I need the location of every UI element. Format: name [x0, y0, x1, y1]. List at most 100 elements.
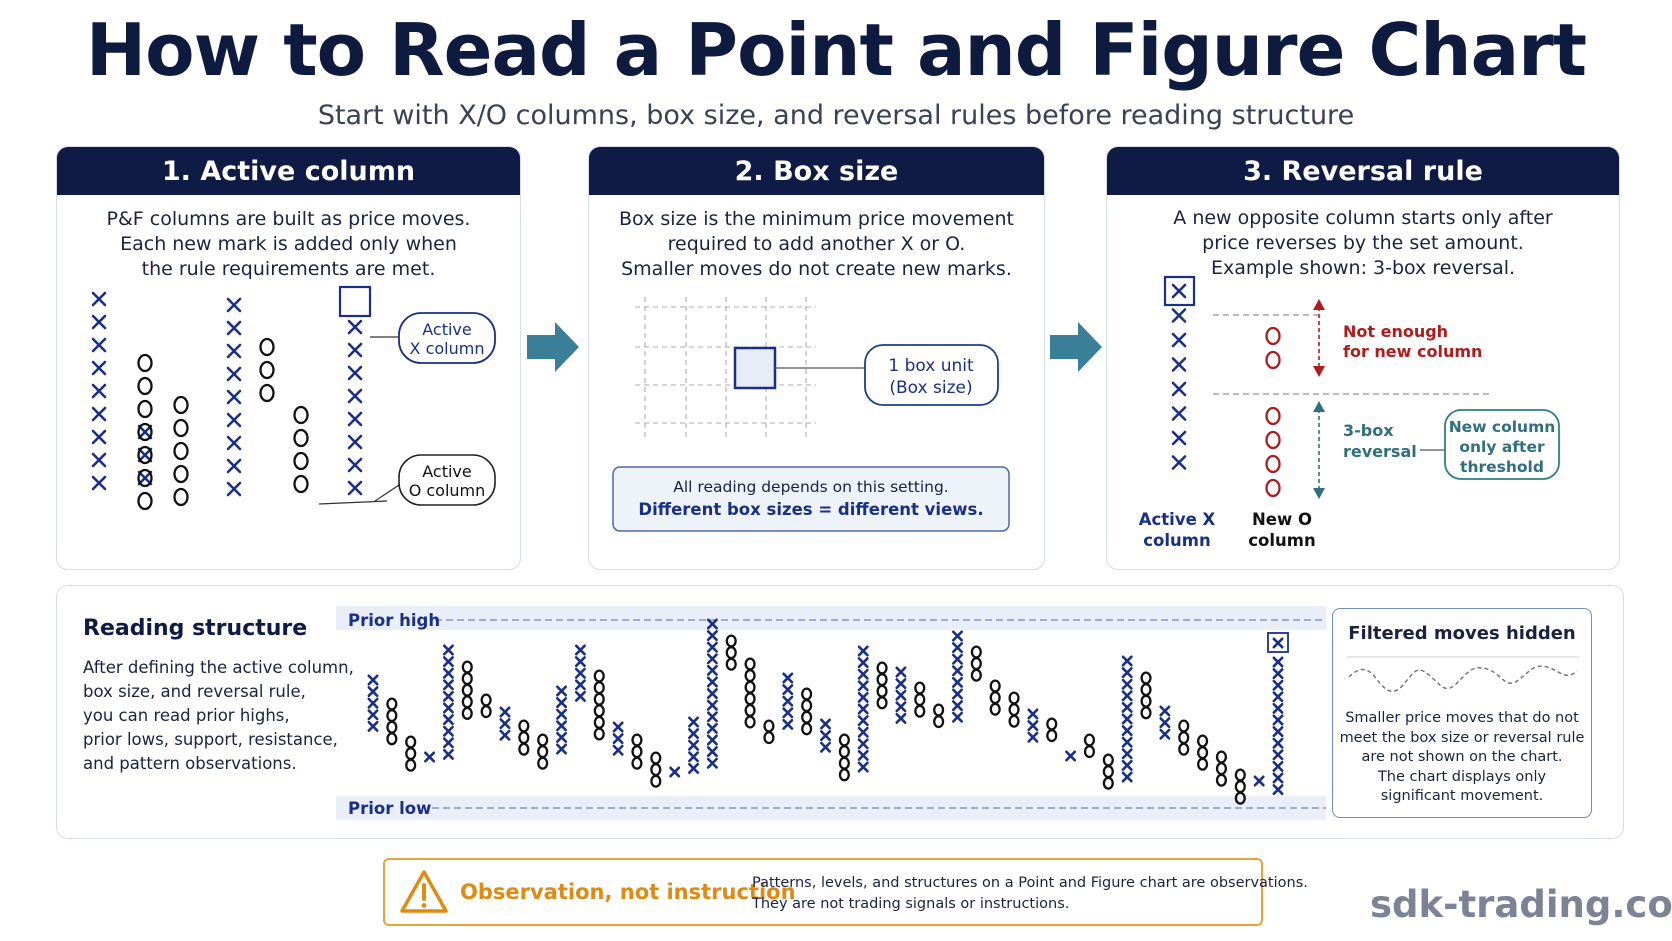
filtered-moves-text: Smaller price moves that do not meet the…	[1339, 710, 1585, 804]
o-mark	[137, 399, 153, 419]
o-mark	[259, 337, 275, 357]
new-o-line1: New O	[1252, 510, 1312, 529]
x-stroke	[347, 480, 363, 496]
x-stroke	[226, 458, 242, 474]
panel-description: A new opposite column starts only after …	[1173, 207, 1553, 279]
panel-heading: 2. Box size	[589, 147, 1044, 195]
threshold-line1: New column	[1449, 418, 1556, 436]
page-subtitle: Start with X/O columns, box size, and re…	[317, 100, 1355, 131]
wavy-line-icon	[1347, 656, 1579, 692]
x-mark	[226, 320, 242, 336]
x-mark	[91, 314, 107, 330]
o-mark	[137, 376, 153, 396]
o-mark	[137, 353, 153, 373]
o-mark	[137, 468, 153, 488]
x-mark	[91, 337, 107, 353]
x-mark	[347, 388, 363, 404]
callout-leader	[318, 500, 388, 505]
x-mark	[347, 319, 363, 335]
x-mark	[347, 457, 363, 473]
x-mark	[91, 291, 107, 307]
callout-x-line2: X column	[410, 339, 485, 358]
threshold-callout	[1444, 409, 1560, 480]
callout-x-column	[398, 312, 496, 364]
x-stroke	[137, 447, 153, 463]
x-mark	[1171, 283, 1187, 299]
x-stroke	[91, 360, 107, 376]
x-stroke	[91, 337, 107, 353]
x-stroke	[91, 314, 107, 330]
box-unit-callout	[864, 344, 999, 406]
o-mark	[173, 487, 189, 507]
box-size-note	[612, 466, 1010, 532]
warning-icon	[400, 870, 448, 913]
not-enough-line1: Not enough	[1343, 322, 1448, 341]
x-stroke	[91, 429, 107, 445]
x-mark	[347, 411, 363, 427]
note-line1: All reading depends on this setting.	[673, 478, 948, 496]
x-stroke	[226, 366, 242, 382]
x-mark	[1171, 455, 1187, 470]
x-mark	[226, 297, 242, 313]
x-stroke	[226, 389, 242, 405]
x-mark	[347, 365, 363, 381]
x-stroke	[226, 343, 242, 359]
x-mark	[91, 360, 107, 376]
panel-reversal-rule: 3. Reversal rule A new opposite column s…	[1106, 146, 1620, 570]
x-mark	[347, 434, 363, 450]
o-mark	[293, 405, 309, 425]
o-mark	[293, 428, 309, 448]
x-mark	[1171, 381, 1187, 397]
active-x-line1: Active X	[1139, 510, 1216, 529]
panel-box-size: 2. Box size Box size is the minimum pric…	[588, 146, 1045, 570]
note-line2: Different box sizes = different views.	[638, 500, 983, 519]
arrow-head-icon	[1313, 488, 1325, 499]
o-mark	[173, 395, 189, 415]
x-mark	[91, 475, 107, 491]
panel-active-column: 1. Active column P&F columns are built a…	[56, 146, 521, 570]
arrow-head-icon	[1313, 299, 1325, 310]
x-mark	[91, 452, 107, 468]
x-stroke	[1171, 357, 1187, 372]
threshold-line2: only after	[1459, 438, 1545, 456]
x-mark	[226, 343, 242, 359]
notice-text: Patterns, levels, and structures on a Po…	[752, 875, 1308, 912]
reading-structure-title: Reading structure	[83, 616, 308, 641]
x-stroke	[1171, 381, 1187, 397]
filtered-moves-box: Filtered moves hidden Smaller price move…	[1332, 608, 1592, 818]
filtered-moves-title: Filtered moves hidden	[1348, 623, 1576, 644]
o-mark	[293, 474, 309, 494]
reading-structure-text: After defining the active column, box si…	[83, 658, 354, 773]
box-unit-square	[733, 346, 777, 390]
x-mark	[226, 458, 242, 474]
arrow-head-icon	[1313, 401, 1325, 412]
x-mark	[1171, 357, 1187, 372]
x-stroke	[91, 291, 107, 307]
o-mark	[137, 422, 153, 442]
box-unit-line1: 1 box unit	[888, 356, 974, 376]
panel-description: P&F columns are built as price moves. Ea…	[106, 208, 471, 280]
x-mark	[137, 424, 153, 440]
x-stroke	[137, 470, 153, 486]
x-mark	[1171, 308, 1187, 323]
x-stroke	[226, 435, 242, 451]
x-mark	[226, 389, 242, 405]
panel-description: Box size is the minimum price movement r…	[619, 208, 1014, 280]
x-stroke	[1171, 332, 1187, 348]
x-stroke	[137, 424, 153, 440]
x-stroke	[1171, 308, 1187, 323]
threshold-line3: threshold	[1460, 458, 1544, 476]
x-mark	[226, 412, 242, 428]
panel-heading: 3. Reversal rule	[1107, 147, 1619, 195]
x-stroke	[226, 412, 242, 428]
o-mark	[173, 418, 189, 438]
x-stroke	[91, 475, 107, 491]
new-o-line2: column	[1248, 531, 1315, 550]
o-mark	[173, 464, 189, 484]
panel-heading: 1. Active column	[57, 147, 520, 195]
x-stroke	[1171, 455, 1187, 470]
observation-notice: Observation, not instruction Patterns, l…	[383, 858, 1308, 926]
x-mark	[1171, 406, 1187, 421]
